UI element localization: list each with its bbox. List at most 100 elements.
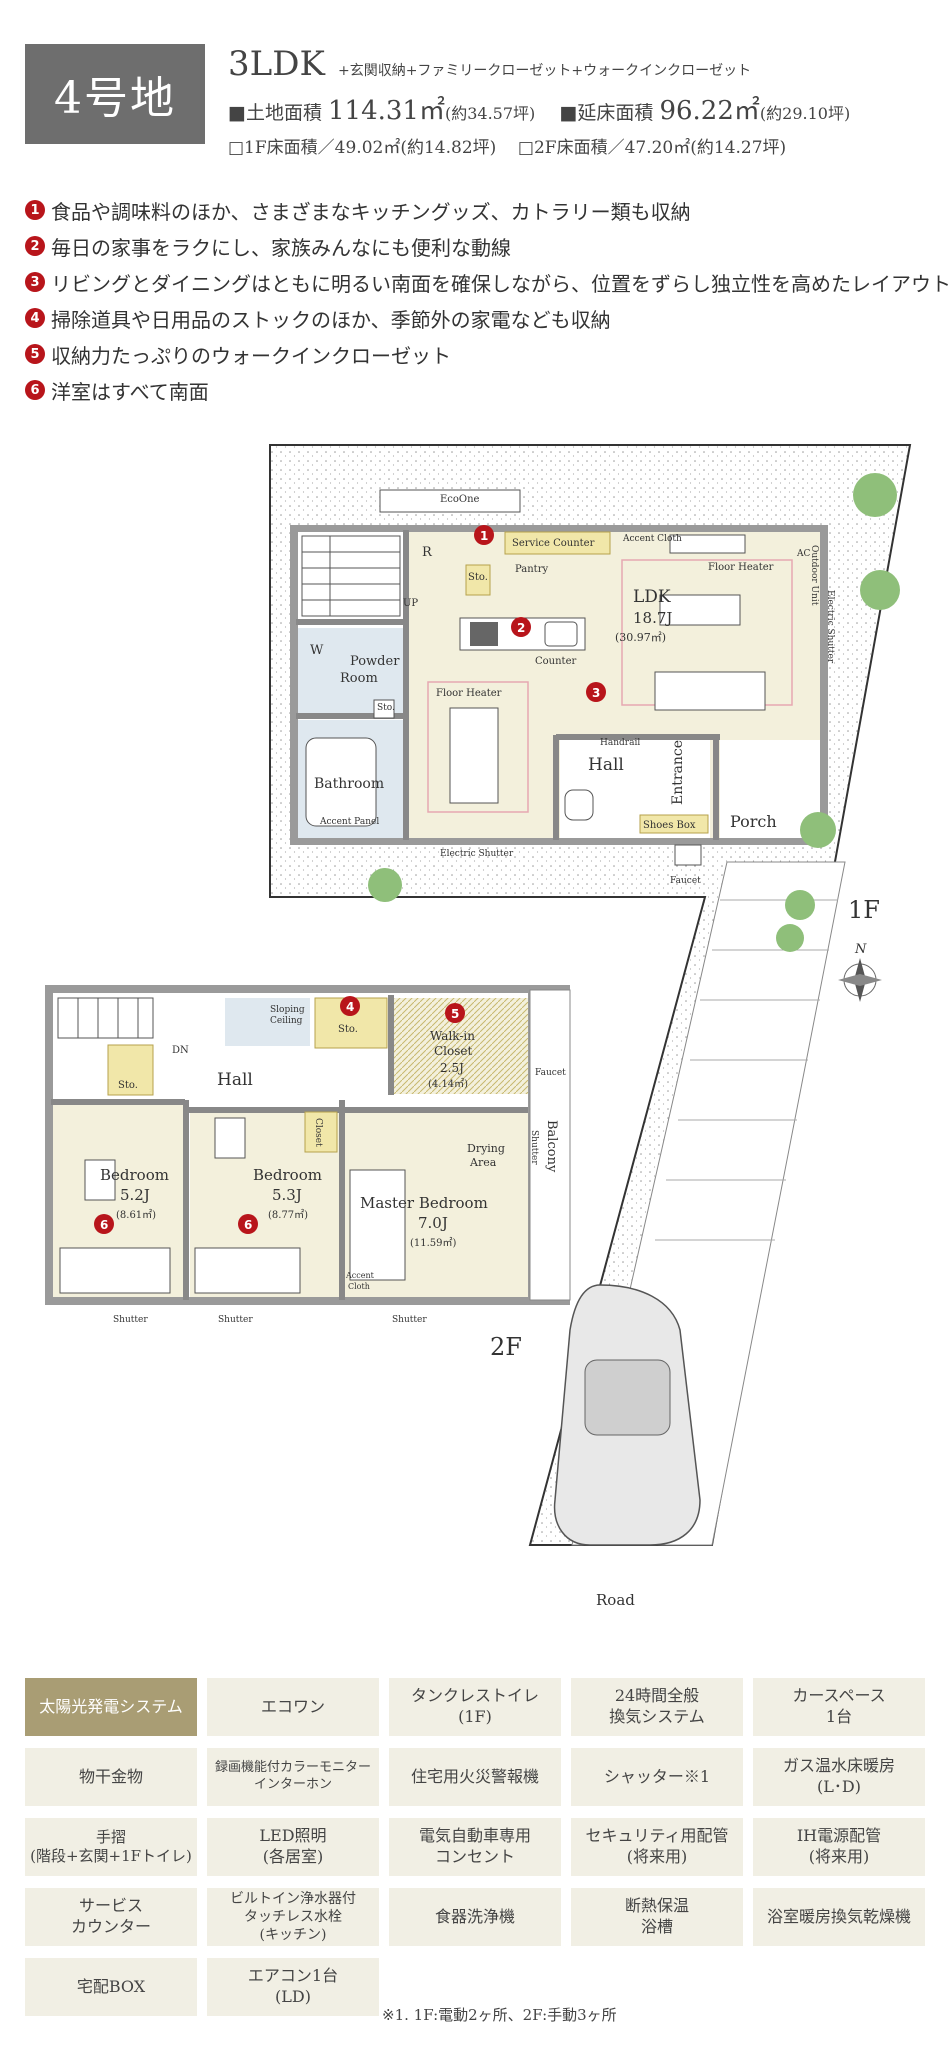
- bedroom-2-size: 5.3J: [272, 1186, 302, 1204]
- sto-label: Sto.: [338, 1024, 358, 1035]
- equipment-item: カースペース 1台: [753, 1678, 925, 1736]
- road-label: Road: [596, 1591, 635, 1609]
- bedroom-2-area: (8.77㎡): [268, 1209, 308, 1221]
- entrance-label: Entrance: [670, 740, 686, 805]
- room-label: Room: [340, 671, 378, 686]
- service-counter-label: Service Counter: [512, 538, 595, 549]
- r-label: R: [422, 545, 433, 560]
- second-floor-area: □2F床面積／47.20㎡(約14.27坪): [517, 138, 787, 158]
- equipment-item: 電気自動車専用 コンセント: [389, 1818, 561, 1876]
- ldk-label: LDK: [633, 587, 671, 607]
- desk-icon: [84, 1159, 116, 1201]
- equipment-item: 物干金物: [25, 1748, 197, 1806]
- marker-1: 1: [474, 525, 494, 545]
- plan-labels: EcoOne Service Counter Accent Cloth Floo…: [100, 494, 880, 1609]
- tree-icon: [853, 473, 897, 517]
- closet-label: Closet: [313, 1118, 323, 1147]
- outdoor-unit-label: Outdoor Unit: [809, 545, 819, 606]
- shutter-note: ※1. 1F:電動2ヶ所、2F:手動3ヶ所: [382, 2006, 617, 2024]
- feature-text: 食品や調味料のほか、さまざまなキッチングッズ、カトラリー類も収納: [51, 199, 691, 224]
- wic-size: 2.5J: [440, 1061, 464, 1075]
- feature-number: 3: [25, 272, 45, 292]
- equipment-item: IH電源配管 (将来用): [753, 1818, 925, 1876]
- faucet-icon: [674, 844, 702, 866]
- toilet-1f: [564, 789, 594, 821]
- feature-number: 4: [25, 308, 45, 328]
- first-floor-label: 1F: [848, 896, 880, 924]
- counter-label: Counter: [535, 656, 576, 667]
- equipment-item: 宅配BOX: [25, 1958, 197, 2016]
- stairs-2f: [57, 997, 154, 1039]
- feature-number: 6: [25, 380, 45, 400]
- equipment-item: エコワン: [207, 1678, 379, 1736]
- car-roof: [584, 1359, 671, 1436]
- storage-2f: [107, 1044, 154, 1096]
- feature-text: 洋室はすべて南面: [51, 379, 209, 404]
- feature-number: 1: [25, 200, 45, 220]
- paving-lines: [655, 899, 838, 1241]
- svg-text:6: 6: [244, 1218, 252, 1232]
- closet-label: Closet: [434, 1044, 473, 1058]
- first-floor-area: □1F床面積／49.02㎡(約14.82坪): [228, 138, 497, 158]
- feature-item: 4 掃除道具や日用品のストックのほか、季節外の家電なども収納: [25, 300, 945, 336]
- compass-icon: [838, 958, 882, 1002]
- family-closet: [304, 1111, 338, 1153]
- shutter-label: Shutter: [113, 1315, 148, 1325]
- equipment-item: 断熱保温 浴槽: [571, 1888, 743, 1946]
- bed-icon: [194, 1247, 301, 1294]
- interior-walls-2f: [51, 995, 528, 1300]
- up-label: UP: [403, 598, 418, 609]
- marker-2: 2: [511, 617, 531, 637]
- area-label: Area: [469, 1156, 497, 1169]
- hall-2f-label: Hall: [217, 1070, 253, 1090]
- equipment-item: 手摺 (階段+玄関+1Fトイレ): [25, 1818, 197, 1876]
- svg-text:3: 3: [592, 686, 600, 700]
- w-label: W: [310, 643, 324, 658]
- north-label: N: [854, 942, 867, 957]
- tree-icon: [800, 812, 836, 848]
- stairs: [301, 535, 401, 617]
- accent-cloth-label: Accent Cloth: [622, 534, 682, 544]
- porch-label: Porch: [730, 812, 777, 831]
- plan-markers: 1 2 3 4 5 6 6: [94, 525, 606, 1234]
- equipment-item: サービス カウンター: [25, 1888, 197, 1946]
- bedroom-2-label: Bedroom: [253, 1166, 322, 1184]
- equipment-item: 太陽光発電システム: [25, 1678, 197, 1736]
- svg-text:1: 1: [480, 529, 488, 543]
- electric-shutter-label: Electric Shutter: [825, 590, 835, 664]
- ecoone-unit: [379, 489, 521, 513]
- sto-label: Sto.: [468, 572, 488, 583]
- sto-box: [373, 699, 395, 719]
- accent-label: Accent: [345, 1271, 375, 1280]
- accent-panel-label: Accent Panel: [319, 817, 379, 827]
- ceiling-label: Ceiling: [270, 1016, 303, 1026]
- equipment-item: エアコン1台 (LD): [207, 1958, 379, 2016]
- equipment-item: LED照明 (各居室): [207, 1818, 379, 1876]
- svg-text:5: 5: [451, 1007, 459, 1021]
- master-bedroom-size: 7.0J: [418, 1214, 448, 1232]
- desk-icon: [214, 1117, 246, 1159]
- shoes-box: [639, 814, 709, 834]
- plan-extras: +玄関収納+ファミリークローゼット+ウォークインクローゼット: [337, 63, 752, 79]
- plan-header: 3LDK +玄関収納+ファミリークローゼット+ウォークインクローゼット ■土地面…: [228, 44, 928, 158]
- feature-text: 掃除道具や日用品のストックのほか、季節外の家電なども収納: [51, 307, 611, 332]
- area-row: ■土地面積 114.31㎡(約34.57坪) ■延床面積 96.22㎡(約29.…: [228, 90, 928, 127]
- faucet-2f-label: Faucet: [535, 1068, 566, 1078]
- sofa: [654, 671, 766, 711]
- lot-number-badge: 4号地: [25, 44, 205, 144]
- bed-icon: [59, 1247, 171, 1294]
- powder-room: [298, 628, 406, 713]
- equipment-item: 浴室暖房換気乾燥機: [753, 1888, 925, 1946]
- equipment-item: 住宅用火災警報機: [389, 1748, 561, 1806]
- sink: [544, 621, 578, 647]
- land-area-value: 114.31㎡: [328, 96, 445, 126]
- dn-label: DN: [172, 1045, 189, 1056]
- equipment-item: シャッター※1: [571, 1748, 743, 1806]
- faucet-label: Faucet: [670, 876, 701, 886]
- sto-label: Sto.: [118, 1080, 138, 1091]
- shutter-label: Shutter: [218, 1315, 253, 1325]
- service-counter: [504, 531, 611, 555]
